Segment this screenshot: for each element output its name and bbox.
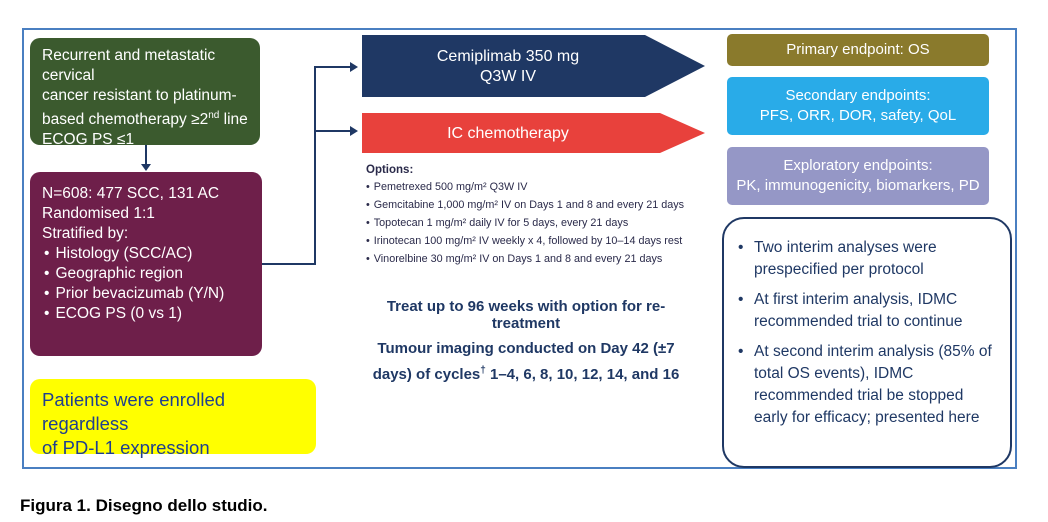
option-item: Topotecan 1 mg/m² daily IV for 5 days, e… — [374, 214, 706, 232]
ic-arm-label: IC chemotherapy — [447, 125, 569, 142]
eligibility-superscript: nd — [208, 110, 220, 121]
option-item: Vinorelbine 30 mg/m² IV on Days 1 and 8 … — [374, 250, 706, 268]
stratification-list: Histology (SCC/AC) Geographic region Pri… — [42, 244, 250, 324]
pdl1-note-line: of PD-L1 expression — [42, 437, 210, 458]
eligibility-line: Recurrent and metastatic cervical — [42, 47, 216, 84]
imaging-schedule: Tumour imaging conducted on Day 42 (±7 d… — [356, 338, 696, 386]
imaging-footnote-mark: † — [480, 365, 486, 376]
chemotherapy-options: Options: Pemetrexed 500 mg/m² Q3W IV Gem… — [366, 162, 706, 268]
treatment-duration: Treat up to 96 weeks with option for re-… — [386, 298, 666, 332]
cemiplimab-arm-line: Q3W IV — [479, 68, 536, 85]
eligibility-line: based chemotherapy ≥2 — [42, 111, 209, 129]
exploratory-endpoints-line: PK, immunogenicity, biomarkers, PD — [736, 177, 980, 194]
randomisation-line: N=608: 477 SCC, 131 AC — [42, 185, 220, 202]
pdl1-note-box: Patients were enrolled regardless of PD-… — [30, 379, 316, 458]
interim-item: Two interim analyses were prespecified p… — [738, 237, 996, 281]
interim-item: At first interim analysis, IDMC recommen… — [738, 289, 996, 333]
secondary-endpoints-line: PFS, ORR, DOR, safety, QoL — [759, 107, 957, 124]
stratification-item: Geographic region — [55, 264, 250, 284]
interim-item: At second interim analysis (85% of total… — [738, 341, 996, 429]
interim-list: Two interim analyses were prespecified p… — [738, 237, 996, 429]
secondary-endpoints-line: Secondary endpoints: — [785, 87, 931, 104]
eligibility-line: cancer resistant to platinum- — [42, 87, 237, 104]
eligibility-line: line — [219, 111, 248, 129]
arrowhead-cemiplimab — [350, 62, 358, 72]
cemiplimab-arm-line: Cemiplimab 350 mg — [436, 48, 580, 65]
stratification-item: ECOG PS (0 vs 1) — [55, 304, 250, 324]
exploratory-endpoints-line: Exploratory endpoints: — [783, 157, 933, 174]
stratification-item: Prior bevacizumab (Y/N) — [55, 284, 250, 304]
eligibility-line: ECOG PS ≤1 — [42, 131, 135, 149]
pdl1-note-line: Patients were enrolled regardless — [42, 389, 226, 434]
arrowhead-ic — [350, 126, 358, 136]
stratification-item: Histology (SCC/AC) — [55, 244, 250, 264]
connector-rand-cemiplimab — [262, 66, 352, 265]
arrowhead-elig-rand — [141, 164, 151, 171]
options-list: Pemetrexed 500 mg/m² Q3W IV Gemcitabine … — [366, 178, 706, 268]
randomisation-line: Randomised 1:1 — [42, 205, 155, 222]
randomisation-line: Stratified by: — [42, 225, 129, 242]
ic-arm-arrow — [362, 113, 705, 153]
randomisation-box: N=608: 477 SCC, 131 AC Randomised 1:1 St… — [30, 172, 262, 356]
figure-caption: Figura 1. Disegno dello studio. — [20, 496, 268, 515]
options-header: Options: — [366, 164, 414, 176]
imaging-line: days) of cycles — [372, 366, 481, 383]
option-item: Irinotecan 100 mg/m² IV weekly x 4, foll… — [374, 232, 706, 250]
exploratory-endpoints-box: Exploratory endpoints: PK, immunogenicit… — [727, 147, 989, 205]
interim-analyses-box: Two interim analyses were prespecified p… — [722, 217, 1012, 468]
option-item: Gemcitabine 1,000 mg/m² IV on Days 1 and… — [374, 196, 706, 214]
eligibility-box: Recurrent and metastatic cervical cancer… — [30, 38, 260, 149]
secondary-endpoints-box: Secondary endpoints: PFS, ORR, DOR, safe… — [727, 77, 989, 135]
option-item: Pemetrexed 500 mg/m² Q3W IV — [374, 178, 706, 196]
cemiplimab-arm-arrow — [362, 35, 705, 97]
cemiplimab-arm-label: Cemiplimab 350 mg Q3W IV — [378, 47, 638, 87]
primary-endpoint-box: Primary endpoint: OS — [727, 34, 989, 66]
imaging-line: Tumour imaging conducted on Day 42 (±7 — [377, 340, 675, 357]
imaging-line: 1–4, 6, 8, 10, 12, 14, and 16 — [485, 366, 680, 383]
